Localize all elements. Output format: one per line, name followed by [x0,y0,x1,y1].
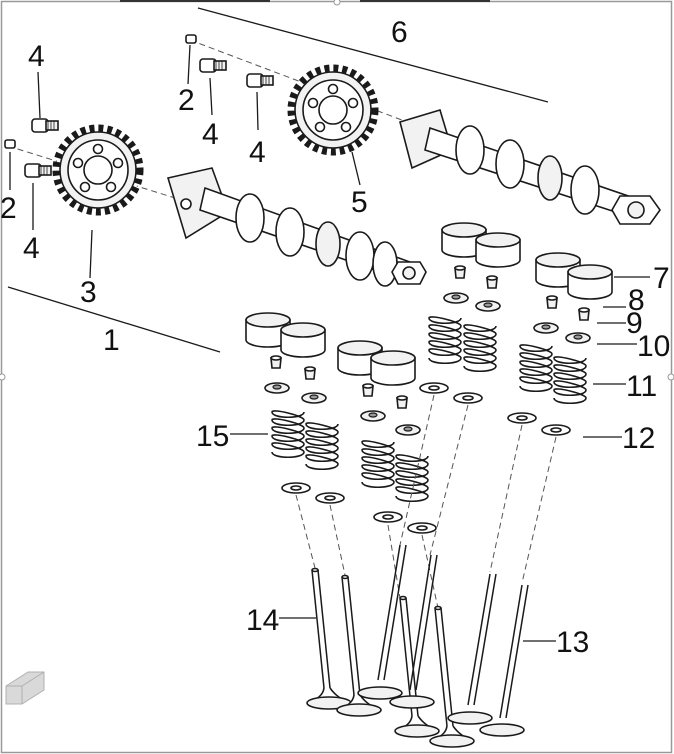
intake-valve-3 [447,573,497,725]
page-flip-icon[interactable] [5,671,45,705]
callout-8: 8 [628,284,645,317]
group-line-1 [7,286,221,353]
callout-4-left: 4 [23,232,40,265]
exhaust-valve-3 [394,595,440,738]
callout-12: 12 [622,422,655,455]
callout-15: 15 [196,420,229,453]
frame-handle [0,373,6,381]
callout-10: 10 [637,330,670,363]
dowel-pin-top [185,34,197,44]
callout-6: 6 [391,16,408,49]
cam-sprocket-intake [291,68,375,152]
valve-stack-front-4 [370,350,437,534]
callout-4-top-2: 4 [249,136,266,169]
bolt-left-upper [31,118,59,133]
callout-7: 7 [653,262,670,295]
callout-2-left: 2 [0,192,17,225]
frame-handle [667,373,674,381]
callout-9: 9 [626,307,643,340]
assembly-lines [295,394,557,609]
bolt-top-1 [199,58,227,73]
callout-leaders [9,44,650,642]
valve-stack-rear-2 [453,232,521,404]
callout-5: 5 [351,186,368,219]
callout-13: 13 [556,626,589,659]
valve-stack-rear-4 [541,264,613,436]
callout-4-topleft: 4 [28,40,45,73]
group-line-6 [197,7,549,103]
camshaft-intake [399,109,661,225]
exhaust-valve-1 [306,567,352,710]
callout-11: 11 [626,370,657,403]
dowel-pin-left [4,139,16,149]
intake-valve-4 [479,584,529,737]
bolt-top-2 [246,73,274,88]
intake-valve-2 [389,554,438,709]
callout-14: 14 [246,604,279,637]
intake-valve-1 [357,544,407,700]
exhaust-valve-4 [429,605,475,748]
camshaft-exhaust [166,167,427,287]
callout-4-top-1: 4 [202,118,219,151]
frame-handle [333,0,341,6]
callout-3: 3 [80,276,97,309]
bolt-left-lower [24,163,52,178]
cam-sprocket-exhaust [56,128,140,212]
callout-1: 1 [103,324,120,357]
callout-2-top: 2 [178,84,195,117]
